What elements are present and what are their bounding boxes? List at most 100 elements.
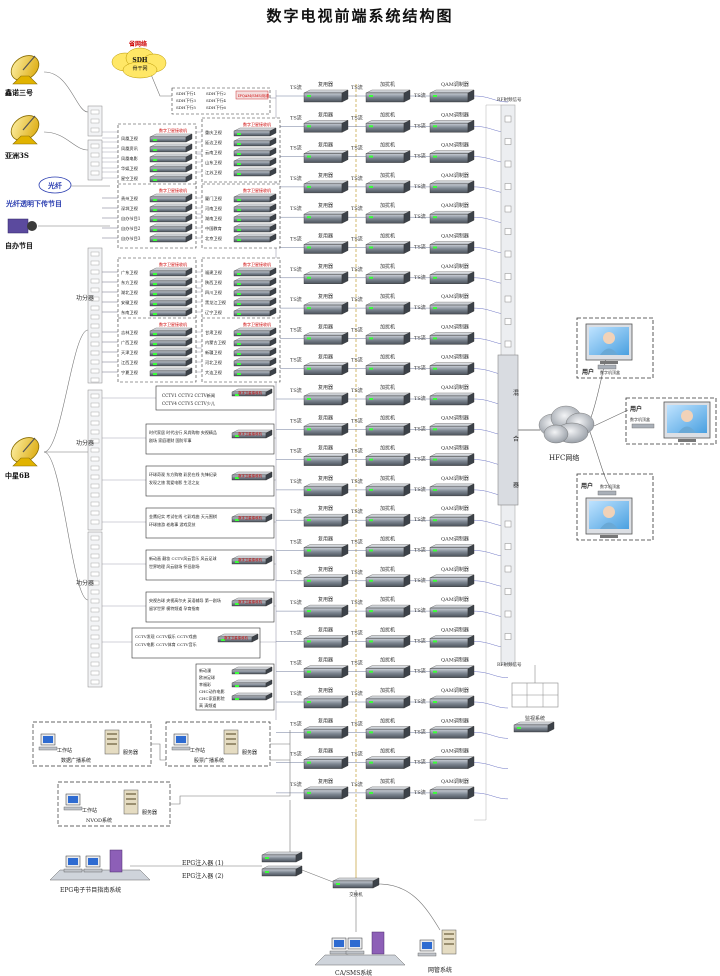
qam-label: QAM调制器 [441, 626, 469, 633]
epg-workstation-2 [83, 855, 103, 873]
device-top [233, 147, 277, 152]
device-top [233, 137, 277, 142]
ipqam-device [235, 90, 269, 100]
cloud-lobe [543, 424, 569, 444]
epg-system [49, 849, 151, 881]
system-label: 数据广播系统 [61, 757, 91, 764]
device-led [369, 125, 373, 128]
splitter-port [90, 571, 100, 577]
channel-label: 东方卫视 [121, 279, 139, 286]
device-led [369, 337, 373, 340]
device-led [307, 610, 311, 613]
pay-frame [145, 423, 275, 455]
receiver-device [149, 233, 193, 243]
combiner-port [504, 588, 512, 595]
ts-label: TS流 [414, 486, 426, 493]
device-side [269, 287, 277, 297]
device-top [233, 127, 277, 132]
device-front [365, 486, 405, 497]
qam-label: QAM调制器 [441, 233, 469, 240]
device-side [467, 483, 475, 497]
device-top [303, 332, 349, 336]
channel-label: 厦门卫视 [205, 195, 223, 202]
receiver-group-label: 数字卫星接收机 [159, 187, 187, 193]
receiver-device [149, 213, 193, 223]
device-front [303, 183, 343, 194]
device-top [365, 544, 411, 548]
device-side [403, 362, 411, 376]
pay-receiver-device [231, 555, 273, 565]
mux-label: 复用器 [318, 445, 333, 452]
device-front [429, 123, 469, 133]
switch-device [332, 877, 380, 889]
multiplexer-device [303, 695, 349, 709]
device-led [307, 367, 311, 370]
qam-modulator-device [429, 453, 475, 466]
device-top [303, 574, 349, 578]
device-led [237, 209, 241, 211]
qam-modulator-device [429, 150, 475, 163]
server-bay [107, 733, 117, 735]
mux-label: 复用器 [318, 293, 333, 300]
device-top [303, 786, 349, 791]
device-top [429, 786, 475, 791]
device-side [269, 307, 277, 317]
wire-sat1 [43, 71, 89, 113]
wire-qam-combiner [473, 732, 509, 739]
device-led [433, 307, 437, 310]
multiplexer-device [303, 422, 349, 436]
device-led [433, 731, 437, 734]
device-top [303, 241, 349, 245]
multiplexer-device [303, 271, 349, 285]
channel-label: 云南卫视 [205, 149, 223, 156]
device-top [429, 392, 475, 397]
ts-label: TS流 [351, 236, 363, 243]
device-side [269, 213, 277, 223]
pay-receiver-device [231, 597, 273, 607]
device-front [365, 729, 405, 739]
device-led [307, 307, 311, 310]
device-top [429, 210, 475, 215]
scrambler-label: 加扰机 [380, 81, 395, 88]
pay-line: 新动漫 [199, 667, 211, 673]
dish-base [12, 457, 38, 467]
ts-label: TS流 [351, 448, 363, 455]
pay-line: 环球旅游 老故事 游戏竞技 [149, 521, 196, 527]
splitter-port [90, 474, 100, 480]
device-top [365, 271, 411, 275]
device-led [153, 313, 157, 315]
device-led [153, 159, 157, 161]
device-side [467, 604, 475, 618]
device-top [365, 301, 411, 306]
multiplexer-device [303, 725, 349, 739]
device-led [307, 579, 311, 582]
channel-label: 江西卫视 [121, 359, 139, 366]
ts-label: TS流 [351, 690, 363, 697]
pay-receiver-device [231, 471, 273, 481]
device-side [269, 147, 277, 157]
channel-label: 凤凰资讯 [121, 145, 139, 152]
scrambler-label: 加扰机 [380, 323, 395, 330]
ts-label: TS流 [351, 326, 363, 333]
pc-screen [422, 942, 432, 949]
device-led [237, 173, 241, 175]
device-side [341, 574, 349, 588]
dish-feed [22, 115, 36, 131]
splitter-port [90, 287, 100, 293]
scrambler-label: 加扰机 [380, 657, 395, 664]
scrambler-device [365, 604, 411, 618]
device-led [433, 458, 437, 461]
device-side [269, 367, 277, 377]
device-side [467, 150, 475, 163]
device-side [341, 119, 349, 133]
splitter-port [90, 616, 100, 622]
device-led [433, 125, 437, 128]
device-front [429, 607, 469, 618]
